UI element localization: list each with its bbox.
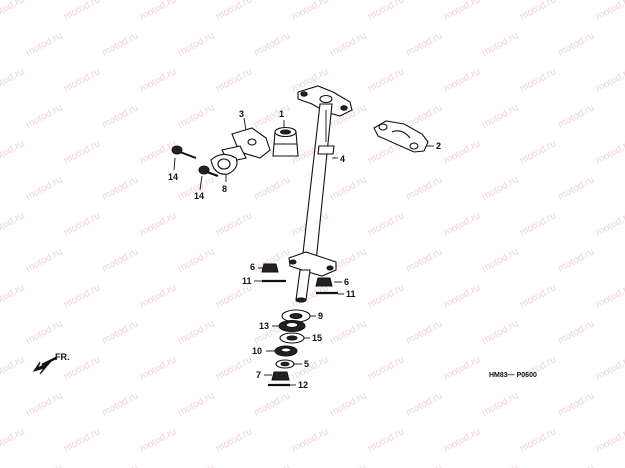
- oil-seal-9[interactable]: [281, 309, 311, 323]
- callout-2: 2: [436, 141, 441, 151]
- callout-5: 5: [304, 359, 309, 369]
- steering-shaft-holder[interactable]: [373, 120, 429, 153]
- shaft-clamp[interactable]: [210, 153, 238, 175]
- shaft-bushing[interactable]: [272, 126, 299, 157]
- direction-label: FR.: [55, 352, 70, 362]
- callout-11-right: 11: [346, 289, 356, 299]
- nut-7[interactable]: [271, 371, 290, 381]
- callout-6-left: 6: [250, 262, 255, 272]
- callout-1: 1: [279, 109, 284, 119]
- callout-15: 15: [312, 333, 322, 343]
- leader-lines: [173, 117, 434, 386]
- castle-nut-left[interactable]: [261, 263, 279, 273]
- callout-14-lower: 14: [194, 191, 204, 201]
- callout-6-right: 6: [344, 277, 349, 287]
- callout-14-upper: 14: [168, 172, 178, 182]
- callout-13: 13: [259, 321, 269, 331]
- callout-11-left: 11: [242, 276, 252, 286]
- callout-9: 9: [318, 311, 323, 321]
- callout-7: 7: [256, 370, 261, 380]
- castle-nut-right[interactable]: [315, 277, 333, 287]
- steering-shaft[interactable]: [288, 85, 353, 303]
- bearing-13[interactable]: [278, 320, 306, 332]
- front-direction-arrow: FR.: [32, 352, 70, 375]
- diagram-code: HM83— P0600: [489, 372, 537, 379]
- flange-bolt-upper[interactable]: [171, 145, 197, 159]
- flange-bolt-lower[interactable]: [198, 165, 219, 177]
- callout-3: 3: [239, 109, 244, 119]
- bearing-15[interactable]: [279, 332, 305, 344]
- callout-8: 8: [222, 184, 227, 194]
- callout-12: 12: [298, 380, 308, 390]
- callout-4: 4: [340, 154, 345, 164]
- callout-10: 10: [252, 346, 262, 356]
